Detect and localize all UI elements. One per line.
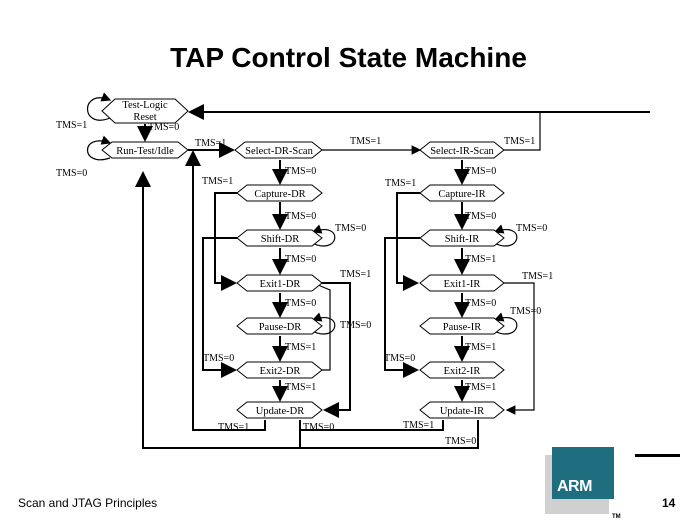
state-update-dr: Update-DR [236,401,323,419]
svg-text:Exit1-IR: Exit1-IR [444,279,481,290]
svg-text:Reset: Reset [133,112,156,123]
state-capture-dr: Capture-DR [236,184,323,202]
svg-text:TMS=1: TMS=1 [56,120,87,131]
svg-text:TMS=0: TMS=0 [285,166,316,177]
svg-text:TMS=0: TMS=0 [303,422,334,433]
svg-text:TMS=1: TMS=1 [202,176,233,187]
svg-text:TMS=1: TMS=1 [385,178,416,189]
slide-title: TAP Control State Machine [170,42,527,73]
svg-text:TMS=0: TMS=0 [340,320,371,331]
svg-text:TMS=1: TMS=1 [350,136,381,147]
svg-text:TMS=0: TMS=0 [335,223,366,234]
svg-text:TMS=1: TMS=1 [465,254,496,265]
state-exit2-ir: Exit2-IR [419,361,505,379]
state-select-dr-scan: Select-DR-Scan [234,141,323,159]
state-test-logic-reset: Test-Logic Reset [101,98,189,124]
transitions [86,92,650,449]
svg-text:TMS=0: TMS=0 [56,168,87,179]
svg-text:Test-Logic: Test-Logic [122,100,168,111]
state-exit2-dr: Exit2-DR [236,361,323,379]
state-exit1-ir: Exit1-IR [419,274,505,292]
state-select-ir-scan: Select-IR-Scan [419,141,505,159]
svg-text:Select-DR-Scan: Select-DR-Scan [245,146,313,157]
svg-text:Run-Test/Idle: Run-Test/Idle [116,146,174,157]
svg-text:TMS=0: TMS=0 [465,298,496,309]
footer-rule-right [635,454,680,457]
svg-text:TMS=1: TMS=1 [403,420,434,431]
svg-text:TMS=1: TMS=1 [465,342,496,353]
svg-text:TMS=0: TMS=0 [203,353,234,364]
svg-text:Exit2-IR: Exit2-IR [444,366,481,377]
state-shift-dr: Shift-DR [236,229,323,247]
svg-text:Select-IR-Scan: Select-IR-Scan [430,146,494,157]
svg-text:TMS=0: TMS=0 [465,166,496,177]
svg-text:Exit2-DR: Exit2-DR [260,366,301,377]
footer-text: Scan and JTAG Principles [18,496,158,510]
svg-text:TMS=1: TMS=1 [218,422,249,433]
state-run-test-idle: Run-Test/Idle [101,141,189,159]
svg-text:TMS=0: TMS=0 [510,306,541,317]
svg-text:TMS=0: TMS=0 [516,223,547,234]
svg-text:TMS=0: TMS=0 [148,122,179,133]
svg-text:TMS=1: TMS=1 [195,138,226,149]
svg-text:Exit1-DR: Exit1-DR [260,279,301,290]
svg-text:Shift-DR: Shift-DR [261,234,300,245]
edge-labels: TMS=1 TMS=0 TMS=0 TMS=1 TMS=1 TMS=1 TMS=… [56,120,553,447]
state-capture-ir: Capture-IR [419,184,505,202]
svg-text:TMS=0: TMS=0 [285,298,316,309]
logo-tagline: POWERED [616,467,623,504]
state-pause-ir: Pause-IR [419,317,505,335]
svg-text:TMS=0: TMS=0 [285,254,316,265]
svg-text:Pause-DR: Pause-DR [259,322,302,333]
svg-text:Shift-IR: Shift-IR [445,234,479,245]
arm-powered-logo: ARM POWERED [552,447,623,503]
svg-text:TMS=1: TMS=1 [504,136,535,147]
svg-text:Capture-DR: Capture-DR [254,189,305,200]
svg-text:Update-IR: Update-IR [440,406,484,417]
state-update-ir: Update-IR [419,401,505,419]
svg-text:TMS=0: TMS=0 [384,353,415,364]
state-exit1-dr: Exit1-DR [236,274,323,292]
state-shift-ir: Shift-IR [419,229,505,247]
svg-text:TMS=1: TMS=1 [340,269,371,280]
state-pause-dr: Pause-DR [236,317,323,335]
svg-text:Capture-IR: Capture-IR [438,189,485,200]
svg-text:TMS=1: TMS=1 [465,382,496,393]
svg-text:TMS=1: TMS=1 [522,271,553,282]
svg-text:TMS=0: TMS=0 [285,211,316,222]
svg-text:TMS=0: TMS=0 [445,436,476,447]
svg-text:TMS=1: TMS=1 [285,342,316,353]
svg-text:TMS=0: TMS=0 [465,211,496,222]
svg-text:Pause-IR: Pause-IR [443,322,482,333]
svg-text:TMS=1: TMS=1 [285,382,316,393]
svg-text:Update-DR: Update-DR [256,406,304,417]
page-number: 14 [662,496,676,510]
logo-brand: ARM [557,478,592,495]
logo-trademark: TM [612,514,621,520]
